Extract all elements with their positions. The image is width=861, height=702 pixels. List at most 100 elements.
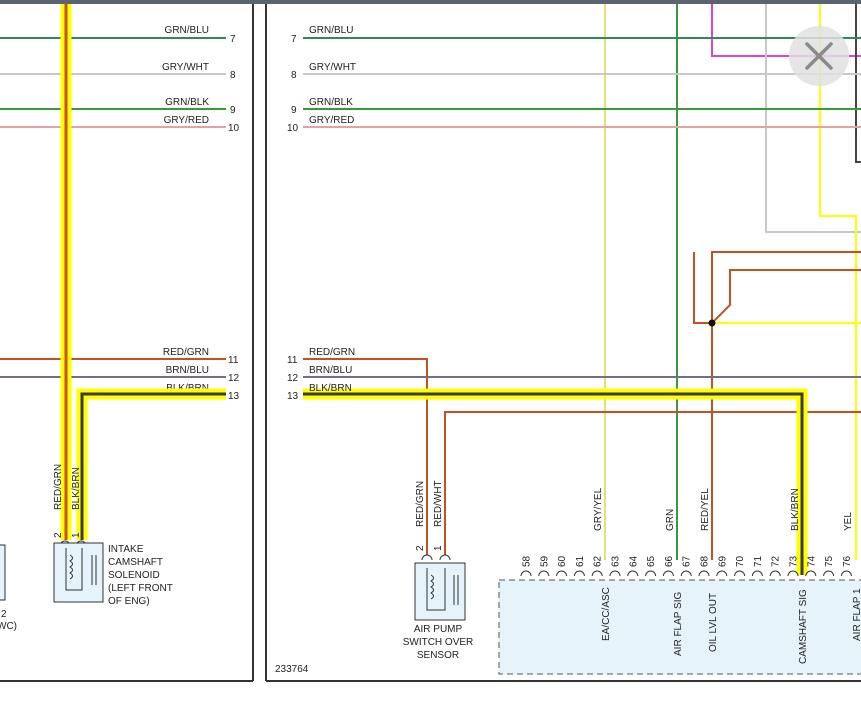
top-bar: [0, 0, 861, 4]
partial-left-component: 2 WC): [0, 544, 17, 632]
module-signal-air-flap-sig: AIR FLAP SIG: [673, 591, 684, 656]
right-pin-11: 11: [287, 355, 298, 366]
sensor-line-1: AIR PUMP: [414, 624, 463, 635]
close-button[interactable]: [789, 26, 849, 86]
right-wire-label-12: BRN/BLU: [309, 365, 352, 376]
module-pin-60: 60: [557, 555, 568, 567]
figure-number: 233764: [275, 664, 309, 675]
right-wire-13: BLK/BRN 13: [287, 383, 808, 575]
module-pin-arc-75: [823, 570, 835, 577]
right-wire-label-9: GRN/BLK: [309, 97, 353, 108]
module-pin-76: 76: [842, 555, 853, 567]
partial-line-1: 2: [1, 609, 7, 620]
red-wht-wire: [444, 411, 861, 555]
module-pin-72: 72: [771, 555, 782, 567]
module-pin-58: 58: [522, 555, 533, 567]
module-pin-arc-68: [698, 570, 710, 577]
module-pin-arc-61: [573, 570, 585, 577]
module-pin-62: 62: [593, 555, 604, 567]
gry-wht-loop: [765, 4, 861, 233]
yel-vertical: [819, 4, 857, 560]
left-wire-label-8: GRY/WHT: [162, 62, 209, 73]
module-pin-70: 70: [735, 555, 746, 567]
sensor-pin-2: 2: [415, 545, 426, 551]
module-pin-arc-71: [751, 570, 763, 577]
solenoid-line-2: CAMSHAFT: [108, 557, 163, 568]
module-pin-73: 73: [789, 555, 800, 567]
module-pin-arc-73: [787, 570, 799, 577]
left-pin-11: 11: [228, 355, 239, 366]
sensor-vlabel-red-wht: RED/WHT: [433, 480, 444, 527]
right-pin-8: 8: [291, 70, 297, 81]
module-pin-75: 75: [824, 555, 835, 567]
dark-edge-wire: [855, 4, 861, 163]
module-pin-arc-59: [538, 570, 550, 577]
left-wire-label-10: GRY/RED: [164, 115, 209, 126]
module-pin-arc-76: [840, 570, 852, 577]
left-wire-label-12: BRN/BLU: [166, 365, 209, 376]
module-pin-arc-70: [734, 570, 746, 577]
solenoid-pin-2: 2: [53, 532, 64, 538]
solenoid-line-3: SOLENOID: [108, 570, 160, 581]
solenoid-line-1: INTAKE: [108, 544, 144, 555]
left-wire-label-7: GRN/BLU: [165, 25, 209, 36]
left-pin-8: 8: [230, 70, 236, 81]
left-wire-12: BRN/BLU 12: [0, 365, 240, 384]
module-pin-arc-74: [805, 570, 817, 577]
module-wire-blk-brn: BLK/BRN: [790, 488, 801, 531]
left-vlabel-red-grn: RED/GRN: [53, 464, 64, 510]
red-yel-left-branch: [693, 252, 712, 324]
module-signal-ea-cc-asc: EA/CC/ASC: [601, 587, 612, 641]
right-wire-11: RED/GRN 11: [287, 347, 428, 555]
left-wire-7: GRN/BLU 7: [0, 25, 236, 45]
module-pin-arc-63: [609, 570, 621, 577]
module-pin-arc-58: [520, 570, 532, 577]
module-pin-71: 71: [753, 555, 764, 567]
air-pump-sensor: RED/GRN RED/WHT 2 1 AIR PUMP SWITCH OVER…: [403, 480, 474, 661]
right-wire-label-7: GRN/BLU: [309, 25, 353, 36]
right-pin-12: 12: [287, 373, 299, 384]
left-wire-8: GRY/WHT 8: [0, 62, 236, 81]
right-wire-9: GRN/BLK 9: [291, 97, 861, 116]
module-pin-64: 64: [628, 555, 639, 567]
module-pin-arc-67: [680, 570, 692, 577]
right-pin-7: 7: [291, 34, 297, 45]
left-vlabel-blk-brn: BLK/BRN: [71, 467, 82, 510]
right-wire-12: BRN/BLU 12: [287, 365, 861, 384]
module-wire-red-yel: RED/YEL: [700, 488, 711, 531]
module-pin-63: 63: [611, 555, 622, 567]
module-pin-69: 69: [717, 555, 728, 567]
module-signal-oil-lvl-out: OIL LVL OUT: [708, 593, 719, 652]
red-yel-branch: [711, 269, 861, 324]
red-yel-vertical: [711, 251, 861, 560]
module-pin-arc-69: [716, 570, 728, 577]
solenoid-line-5: OF ENG): [108, 596, 150, 607]
right-wire-label-8: GRY/WHT: [309, 62, 356, 73]
right-wire-label-13: BLK/BRN: [309, 383, 352, 394]
left-wire-label-9: GRN/BLK: [165, 97, 209, 108]
module-wire-gry-yel: GRY/YEL: [593, 487, 604, 531]
solenoid-line-4: (LEFT FRONT: [108, 583, 173, 594]
module-pin-arc-66: [662, 570, 674, 577]
partial-line-2: WC): [0, 621, 17, 632]
module-pin-66: 66: [664, 555, 675, 567]
solenoid-pin-1: 1: [71, 532, 82, 538]
left-wire-11: RED/GRN 11: [0, 347, 239, 366]
module-pin-arc-62: [591, 570, 603, 577]
module-pin-65: 65: [646, 555, 657, 567]
module-pin-arc-72: [769, 570, 781, 577]
left-blk-brn-path: [76, 388, 226, 540]
module-pin-arc-60: [556, 570, 568, 577]
left-pin-13: 13: [228, 391, 240, 402]
module-pin-arc-65: [645, 570, 657, 577]
sensor-line-2: SWITCH OVER: [403, 637, 474, 648]
left-pin-9: 9: [230, 105, 236, 116]
module-pin-61: 61: [575, 555, 586, 567]
module-pin-arc-64: [627, 570, 639, 577]
left-pin-12: 12: [228, 373, 240, 384]
module-wire-grn: GRN: [665, 509, 676, 531]
module-wire-yel: YEL: [843, 512, 854, 531]
module-signal-air-flap-1: AIR FLAP 1: [852, 588, 861, 641]
